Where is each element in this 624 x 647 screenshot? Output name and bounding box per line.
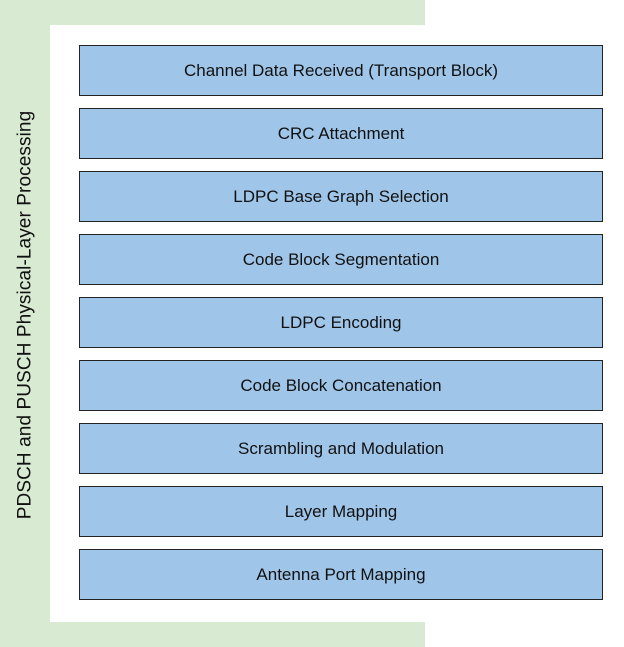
step-box-8: Layer Mapping [79,486,603,537]
side-label-container: PDSCH and PUSCH Physical-Layer Processin… [8,50,42,580]
step-box-1: Channel Data Received (Transport Block) [79,45,603,96]
step-box-9: Antenna Port Mapping [79,549,603,600]
step-box-2: CRC Attachment [79,108,603,159]
processing-steps: Channel Data Received (Transport Block) … [79,45,603,612]
frame-top-bar [0,0,425,25]
step-box-3: LDPC Base Graph Selection [79,171,603,222]
step-box-5: LDPC Encoding [79,297,603,348]
frame-left-bar [0,0,50,647]
frame-bottom-bar [0,622,425,647]
side-label: PDSCH and PUSCH Physical-Layer Processin… [14,110,35,520]
step-box-4: Code Block Segmentation [79,234,603,285]
step-box-7: Scrambling and Modulation [79,423,603,474]
step-box-6: Code Block Concatenation [79,360,603,411]
